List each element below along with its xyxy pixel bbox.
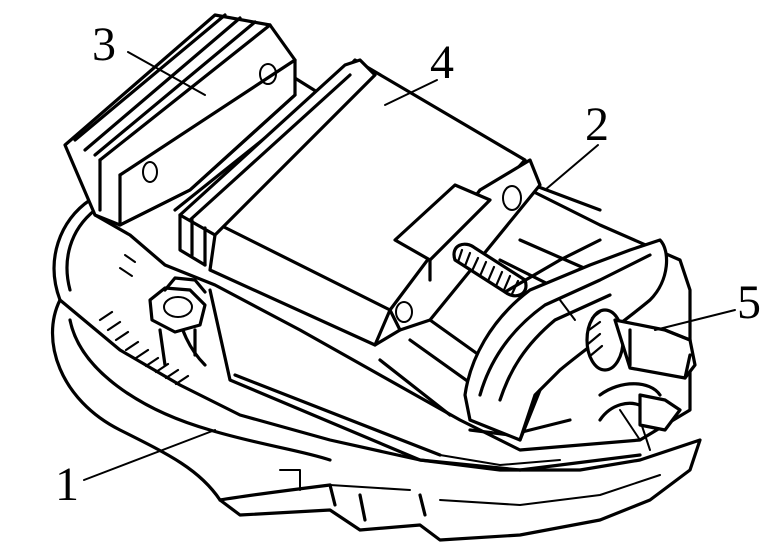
callout-labels: 3 4 2 5 1 <box>55 18 761 511</box>
callout-label-1: 1 <box>55 458 79 511</box>
callout-label-4: 4 <box>430 36 454 89</box>
leader-line-1 <box>83 429 216 481</box>
jaw-screw-hole-upper <box>259 63 277 85</box>
jaw-screw-hole-lower <box>142 161 158 183</box>
fixed-jaw <box>63 13 297 227</box>
callout-label-5: 5 <box>737 276 761 329</box>
movable-jaw-screw-lower <box>395 301 413 323</box>
end-bearing-plate <box>463 238 669 442</box>
movable-jaw-screw-upper <box>502 185 522 211</box>
leader-line-5 <box>654 309 736 331</box>
movable-jaw <box>178 58 542 347</box>
leader-line-2 <box>544 144 599 191</box>
leader-lines <box>83 51 736 481</box>
lead-screw <box>452 238 602 298</box>
callout-label-3: 3 <box>92 18 116 71</box>
leader-line-3 <box>127 51 206 96</box>
clamping-nut <box>148 276 207 367</box>
leader-line-4 <box>384 79 438 106</box>
callout-label-2: 2 <box>585 98 609 151</box>
degree-scale-ticks <box>98 310 190 386</box>
screw-shaft-end <box>585 308 697 432</box>
swivel-base <box>51 198 702 542</box>
